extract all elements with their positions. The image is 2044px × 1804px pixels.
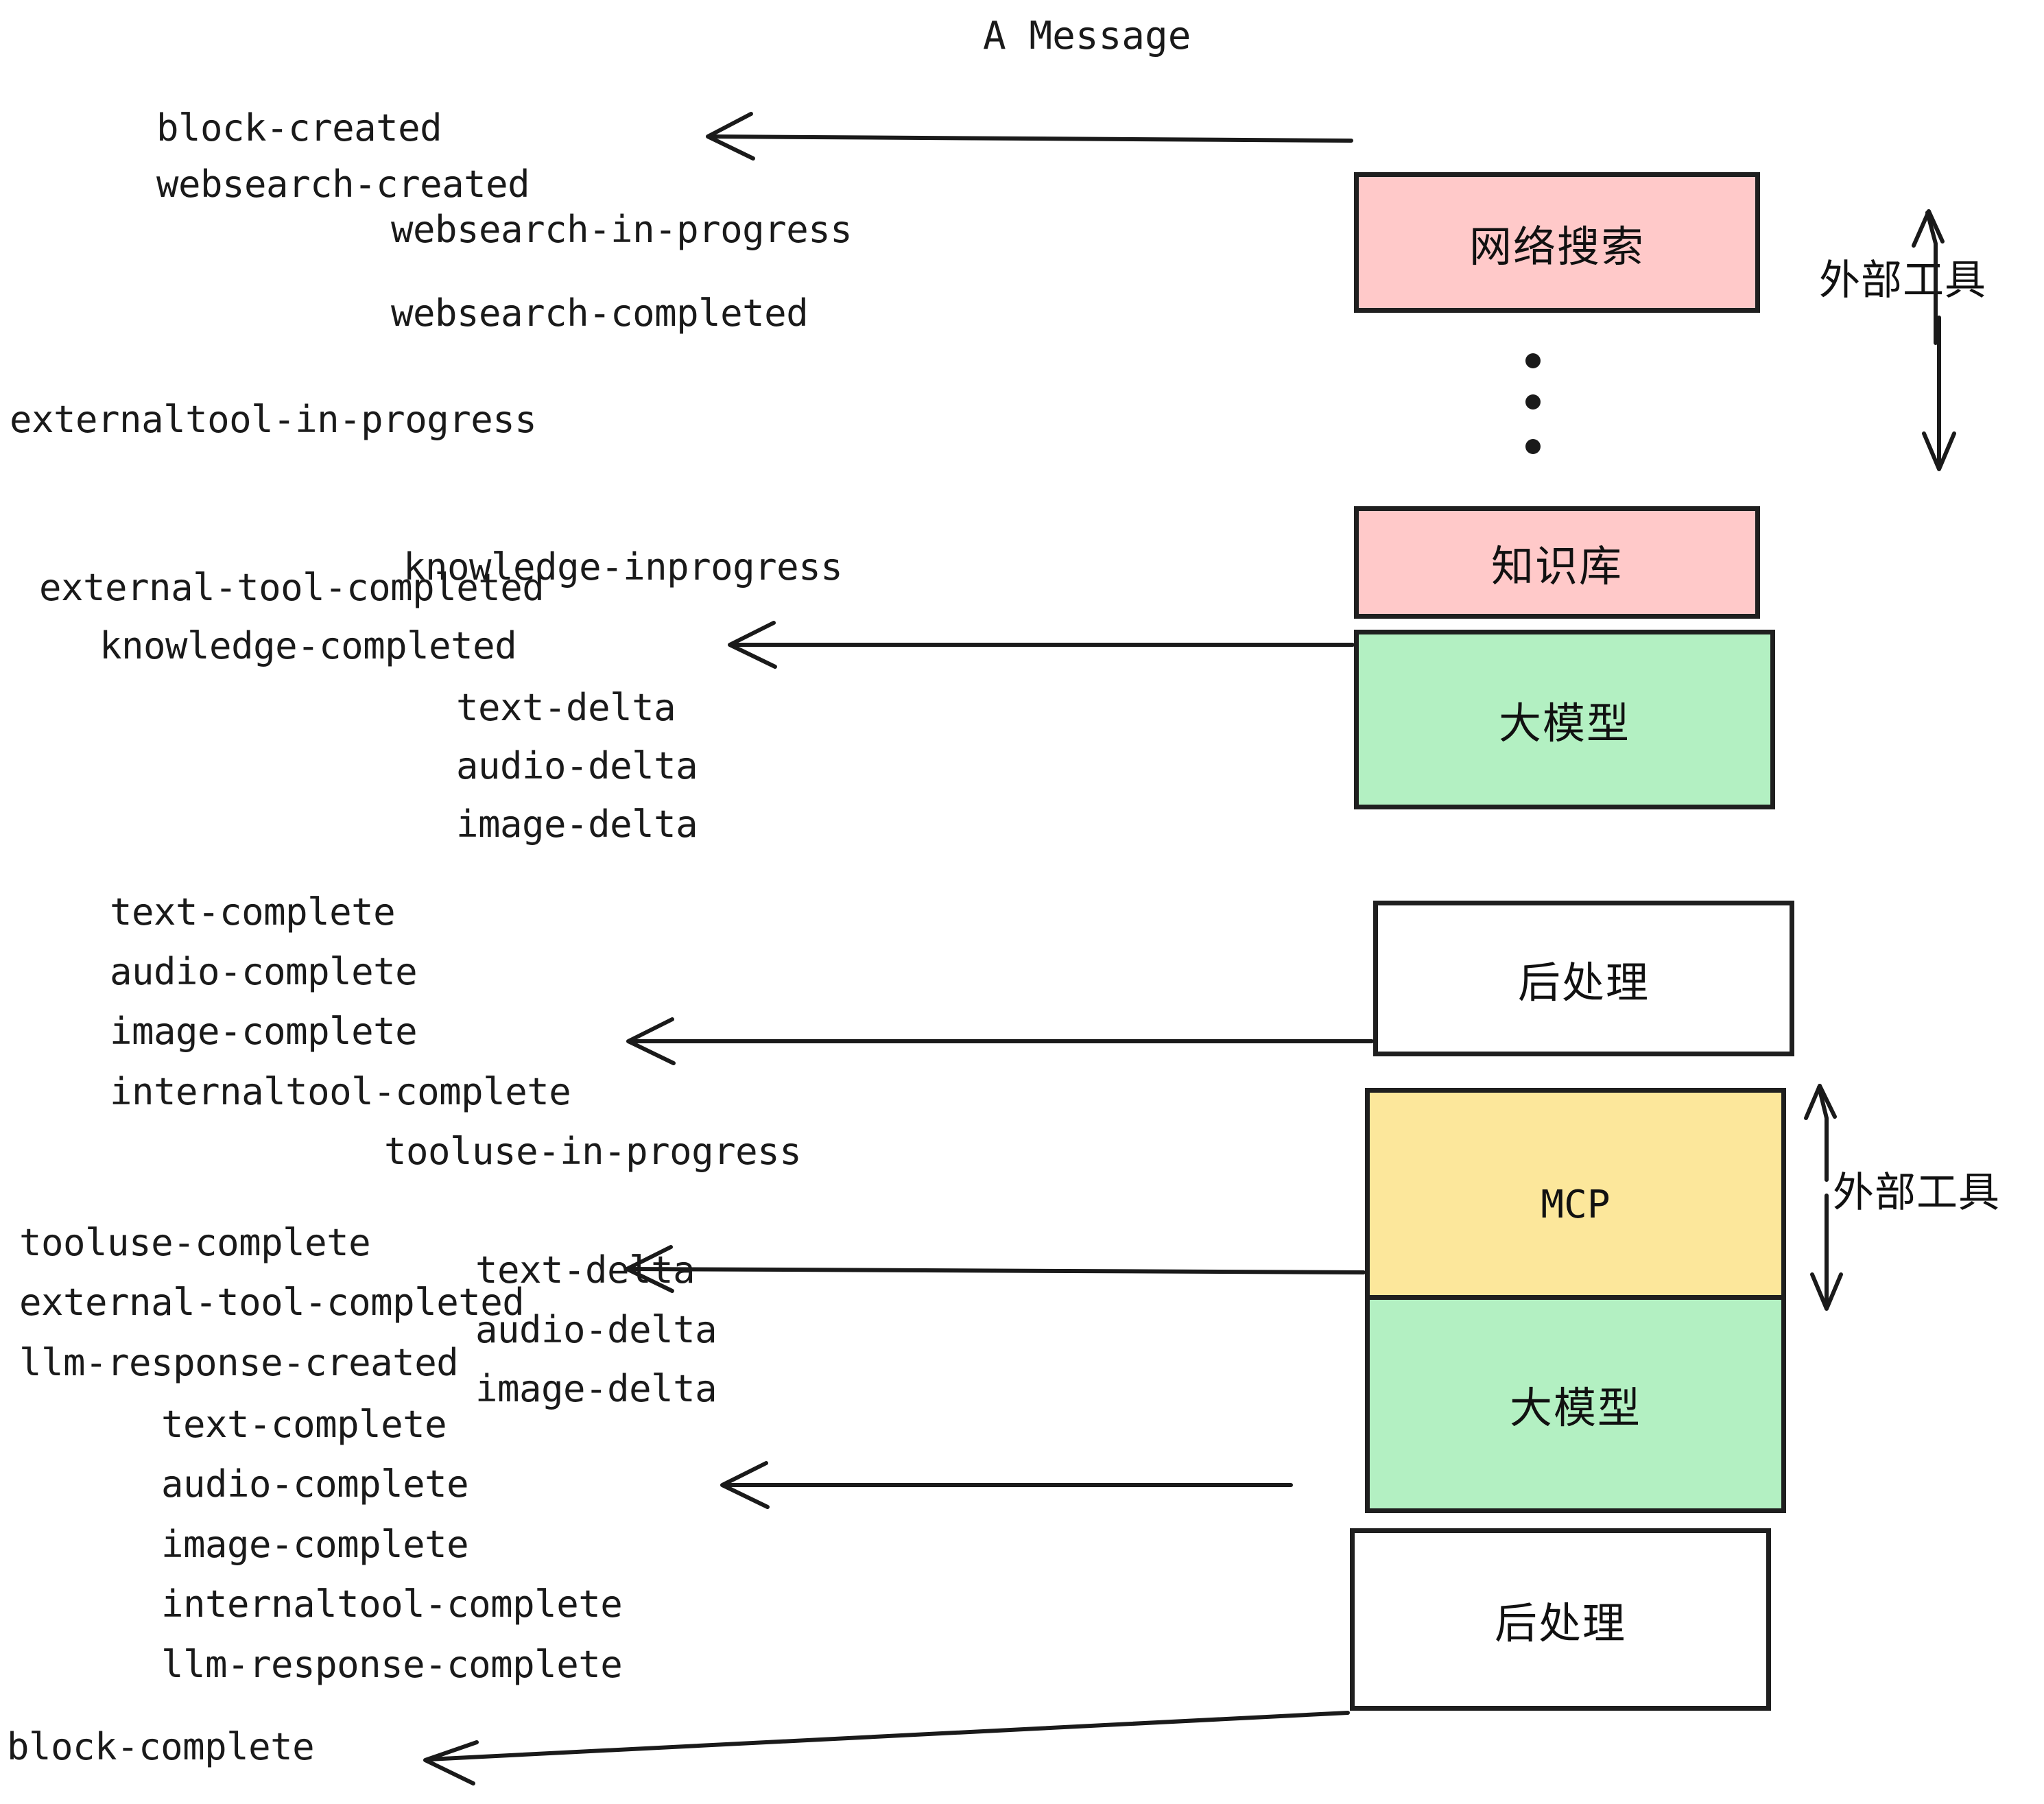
process-box-knowledge[interactable]: 知识库 — [1354, 506, 1760, 619]
process-box-postprocess-2-label: 后处理 — [1494, 1598, 1626, 1648]
arrow-knowledge-to-knowledge-completed — [728, 621, 1355, 669]
arrow-websearch-to-block-created — [706, 112, 1353, 161]
process-box-postprocess-1-label: 后处理 — [1517, 957, 1650, 1008]
event-label-image-delta-1: image-delta — [456, 803, 698, 846]
event-label-llm-response-created: llm-response-created — [19, 1341, 459, 1384]
event-label-websearch-in-progress: websearch-in-progress — [391, 208, 853, 251]
process-box-knowledge-label: 知识库 — [1490, 541, 1623, 591]
event-label-websearch-completed: websearch-completed — [391, 292, 809, 335]
arrow-llm2-to-audio-complete — [720, 1461, 1293, 1509]
event-label-external-tool-completed-1: external-tool-completed — [39, 566, 545, 609]
event-label-text-delta-1: text-delta — [456, 686, 676, 729]
event-label-knowledge-inprogress: knowledge-inprogress — [403, 545, 843, 589]
event-label-image-complete-1: image-complete — [110, 1010, 418, 1053]
event-label-block-created: block-created — [156, 106, 442, 150]
side-label-external-tools-top: 外部工具 — [1819, 257, 1986, 305]
event-label-audio-complete-2: audio-complete — [161, 1462, 469, 1506]
event-label-llm-response-complete: llm-response-complete — [161, 1643, 623, 1686]
event-label-block-complete: block-complete — [7, 1725, 315, 1768]
process-box-llm-1[interactable]: 大模型 — [1354, 630, 1775, 809]
arrow-postprocess1-to-image-complete — [626, 1017, 1374, 1065]
process-box-websearch[interactable]: 网络搜索 — [1354, 172, 1760, 313]
event-label-knowledge-completed: knowledge-completed — [99, 624, 517, 667]
arrow-mcp-to-tooluse-complete — [625, 1245, 1366, 1293]
event-label-tooluse-complete: tooluse-complete — [19, 1221, 371, 1264]
diagram-title: A Message — [983, 14, 1191, 58]
process-box-mcp[interactable]: MCP — [1365, 1088, 1786, 1321]
process-box-postprocess-1[interactable]: 后处理 — [1373, 901, 1794, 1056]
event-label-audio-delta-1: audio-delta — [456, 744, 698, 787]
ellipsis-dot-3 — [1525, 439, 1541, 454]
event-label-audio-delta-2: audio-delta — [475, 1308, 717, 1351]
event-label-audio-complete-1: audio-complete — [110, 950, 418, 993]
process-box-postprocess-2[interactable]: 后处理 — [1350, 1528, 1771, 1711]
ellipsis-dot-1 — [1525, 353, 1541, 368]
event-label-externaltool-in-progress: externaltool-in-progress — [10, 398, 537, 441]
ellipsis-dot-2 — [1525, 394, 1541, 410]
event-label-websearch-created: websearch-created — [156, 163, 530, 206]
event-label-text-complete-1: text-complete — [110, 890, 396, 934]
event-label-external-tool-completed-2: external-tool-completed — [19, 1281, 525, 1324]
event-label-image-delta-2: image-delta — [475, 1367, 717, 1410]
process-box-llm-1-label: 大模型 — [1498, 698, 1630, 748]
event-label-text-complete-2: text-complete — [161, 1403, 447, 1446]
process-box-mcp-label: MCP — [1541, 1182, 1611, 1227]
event-label-text-delta-2: text-delta — [475, 1248, 696, 1292]
event-label-internaltool-complete-1: internaltool-complete — [110, 1070, 571, 1113]
event-label-internaltool-complete-2: internaltool-complete — [161, 1582, 623, 1626]
process-box-websearch-label: 网络搜索 — [1469, 221, 1645, 272]
arrow-external-tools-down-top — [1922, 316, 1956, 471]
process-box-llm-2[interactable]: 大模型 — [1365, 1295, 1786, 1513]
arrow-postprocess2-to-block-complete — [423, 1711, 1350, 1785]
arrow-external-tools-up-bottom — [1804, 1084, 1837, 1182]
event-label-image-complete-2: image-complete — [161, 1523, 469, 1566]
process-box-llm-2-label: 大模型 — [1509, 1383, 1641, 1433]
side-label-external-tools-bottom: 外部工具 — [1833, 1169, 2000, 1217]
event-label-tooluse-in-progress: tooluse-in-progress — [384, 1130, 802, 1173]
